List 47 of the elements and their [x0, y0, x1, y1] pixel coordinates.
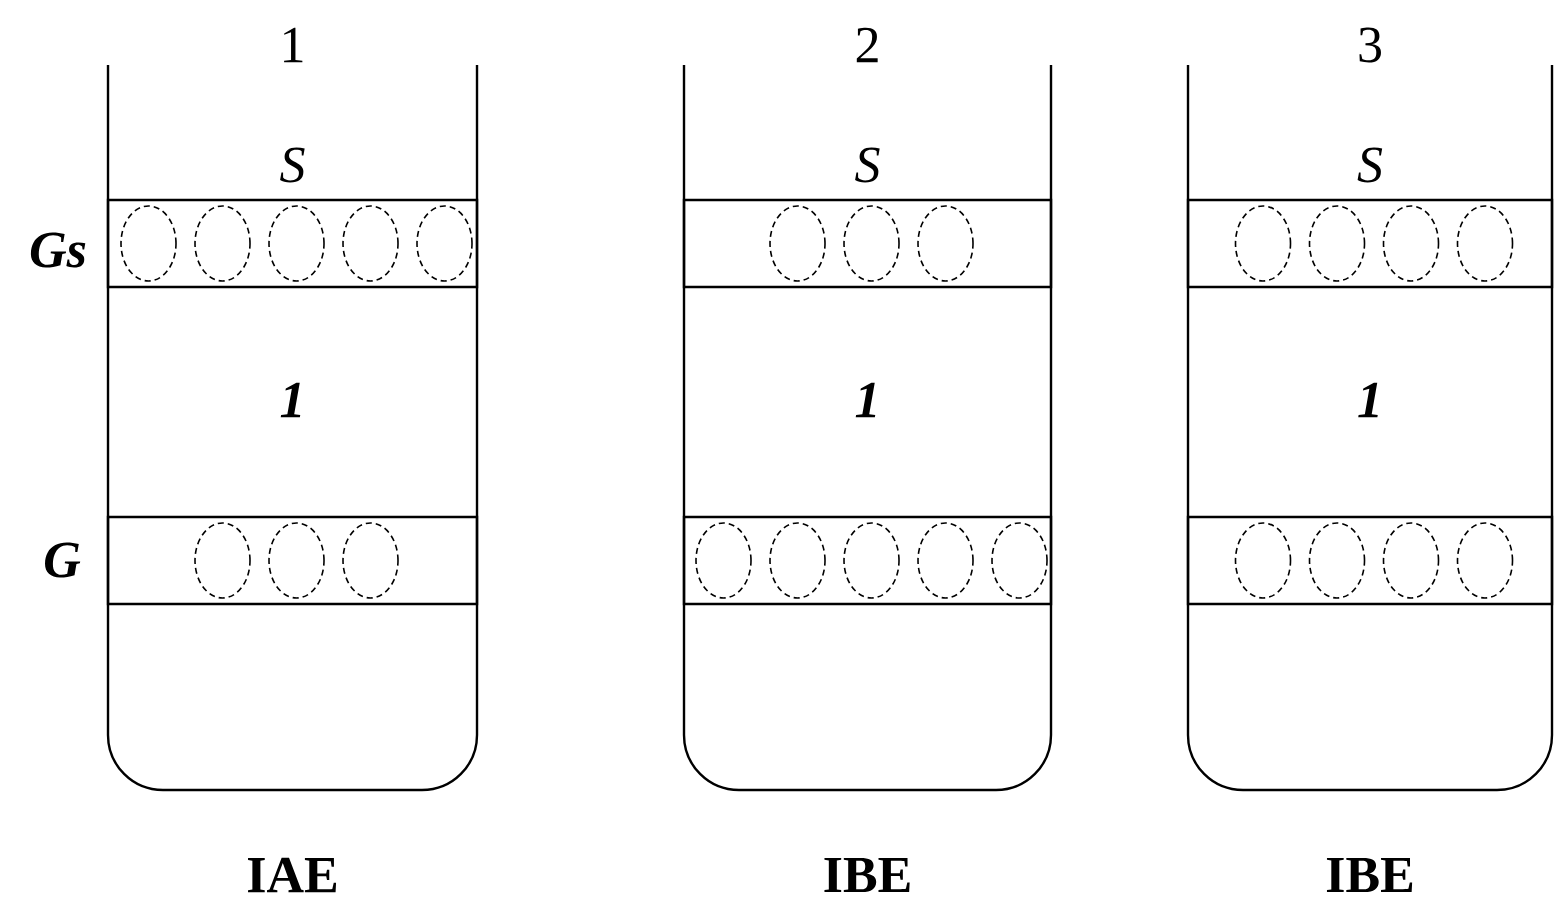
particle-circle [194, 522, 251, 599]
particle-circle [769, 205, 826, 282]
particle-circle [342, 522, 399, 599]
layer-band [106, 198, 479, 289]
particle-circle [843, 205, 900, 282]
particle-circle [917, 205, 974, 282]
side-label: G [45, 542, 81, 578]
layer-band [682, 198, 1053, 289]
layer-band [1186, 198, 1554, 289]
particle-circle [1308, 205, 1366, 282]
particle-circle [416, 205, 473, 282]
tube-drawing [1186, 65, 1554, 792]
layer-label: S [855, 147, 880, 183]
layer-band [106, 515, 479, 606]
tube-caption: IBE [824, 857, 910, 893]
tube-caption: IBE [1326, 857, 1413, 893]
layer-label: 1 [1358, 382, 1378, 418]
tube-number: 3 [1359, 27, 1381, 63]
particle-circle [1382, 522, 1440, 599]
tube-drawing [106, 65, 479, 792]
layer-label: 1 [855, 382, 876, 418]
particle-circle [1456, 205, 1514, 282]
layer-label: S [280, 147, 305, 183]
particle-circle [1308, 522, 1366, 599]
particle-circle [1456, 522, 1514, 599]
particle-circle [120, 205, 177, 282]
particle-circle [991, 522, 1048, 599]
layer-label: S [1357, 147, 1383, 183]
particle-circle [194, 205, 251, 282]
particle-circle [342, 205, 399, 282]
particle-circle [1234, 522, 1292, 599]
tube-caption: IAE [248, 857, 337, 893]
particle-circle [695, 522, 752, 599]
particle-circle [843, 522, 900, 599]
particle-circle [268, 522, 325, 599]
layer-label: 1 [280, 382, 301, 418]
tube-number: 1 [284, 27, 303, 63]
layer-band [682, 515, 1053, 606]
particle-circle [1234, 205, 1292, 282]
tube-number: 2 [856, 27, 878, 63]
particle-circle [917, 522, 974, 599]
particle-circle [268, 205, 325, 282]
particle-circle [1382, 205, 1440, 282]
particle-circle [769, 522, 826, 599]
layer-band [1186, 515, 1554, 606]
tube-drawing [682, 65, 1053, 792]
side-label: Gs [30, 232, 86, 268]
